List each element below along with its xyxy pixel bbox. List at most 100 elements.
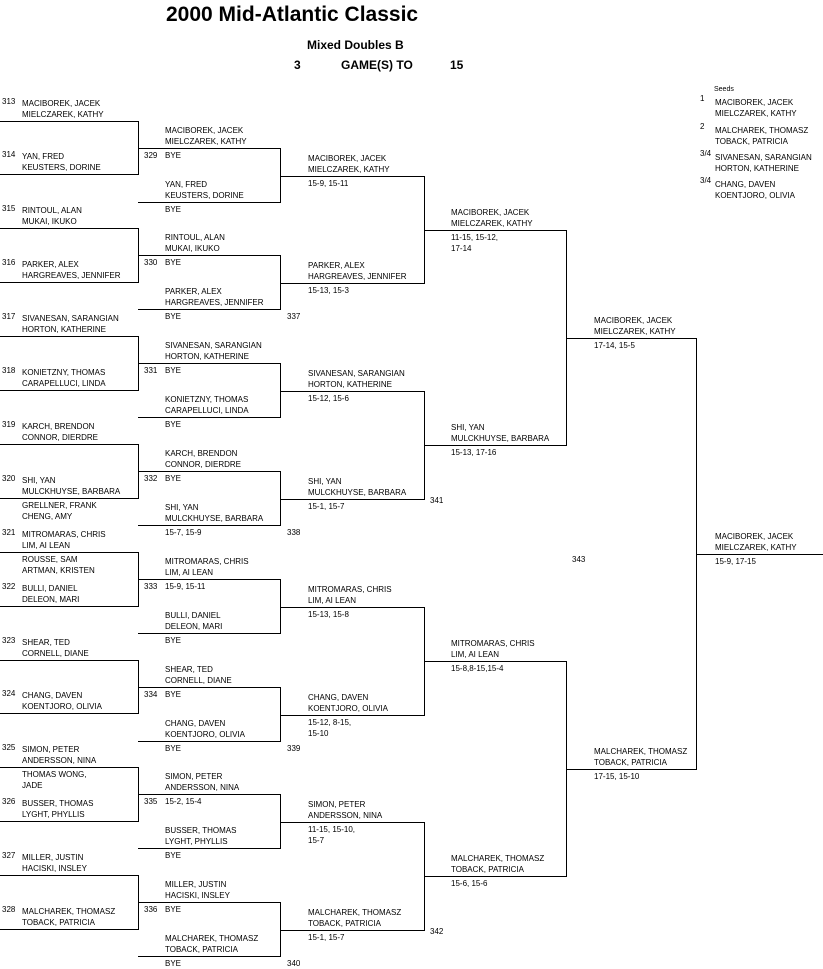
player-name: MALCHAREK, THOMASZ: [22, 907, 116, 916]
player-name: KONIETZNY, THOMAS: [165, 395, 249, 404]
player-name: MITROMARAS, CHRIS: [22, 530, 106, 539]
bracket-line: [0, 660, 138, 661]
match-number: 342: [430, 927, 444, 936]
player-name: LIM, AI LEAN: [165, 568, 214, 577]
player-name: MALCHAREK, THOMASZ: [715, 126, 809, 135]
bracket-line: [280, 822, 424, 823]
bracket-line: [0, 498, 138, 499]
bracket-line: [280, 715, 424, 716]
player-name: MIELCZAREK, KATHY: [715, 543, 797, 552]
bracket-line: [138, 202, 280, 203]
player-name: DELEON, MARI: [165, 622, 223, 631]
bracket-line: [138, 309, 280, 310]
player-name: HORTON, KATHERINE: [308, 380, 393, 389]
player-name: BULLI, DANIEL: [22, 584, 78, 593]
player-name: KEUSTERS, DORINE: [165, 191, 244, 200]
bracket-line: [138, 525, 280, 526]
player-name: HORTON, KATHERINE: [22, 325, 107, 334]
player-name: ANDERSSON, NINA: [22, 756, 97, 765]
player-name: LYGHT, PHYLLIS: [22, 810, 85, 819]
player-name: MULCKHUYSE, BARBARA: [451, 434, 550, 443]
match-number: 327: [2, 851, 16, 860]
match-score: BYE: [165, 690, 182, 699]
match-score: 17-14: [451, 244, 472, 253]
match-score: 11-15, 15-12,: [451, 233, 498, 242]
player-name: MUKAI, IKUKO: [165, 244, 220, 253]
match-number: 328: [2, 905, 16, 914]
player-name: PARKER, ALEX: [22, 260, 79, 269]
match-number: 334: [144, 690, 158, 699]
match-number: 321: [2, 528, 16, 537]
bracket-line: [280, 148, 281, 203]
player-name: GRELLNER, FRANK: [22, 501, 97, 510]
player-name: TOBACK, PATRICIA: [715, 137, 788, 146]
bracket-line: [424, 876, 566, 877]
player-name: CHANG, DAVEN: [308, 693, 369, 702]
match-number: 314: [2, 150, 16, 159]
player-name: KARCH, BRENDON: [22, 422, 95, 431]
bracket-line: [0, 336, 138, 337]
player-name: SIMON, PETER: [22, 745, 80, 754]
player-name: CORNELL, DIANE: [165, 676, 232, 685]
player-name: HORTON, KATHERINE: [165, 352, 250, 361]
seed-rank: 3/4: [700, 176, 712, 185]
match-score: 11-15, 15-10,: [308, 825, 355, 834]
bracket-line: [424, 230, 566, 231]
match-score: 15-9, 15-11: [308, 179, 349, 188]
match-number: 341: [430, 496, 444, 505]
player-name: CHENG, AMY: [22, 512, 73, 521]
seeds-label: Seeds: [714, 86, 734, 93]
bracket-line: [138, 956, 280, 957]
match-number: 329: [144, 151, 158, 160]
player-name: MUKAI, IKUKO: [22, 217, 77, 226]
player-name: MULCKHUYSE, BARBARA: [22, 487, 121, 496]
player-name: SHEAR, TED: [165, 665, 213, 674]
bracket-line: [0, 174, 138, 175]
player-name: SIVANESAN, SARANGIAN: [308, 369, 405, 378]
match-number: 319: [2, 420, 16, 429]
player-name: SIVANESAN, SARANGIAN: [715, 153, 812, 162]
bracket-line: [0, 282, 138, 283]
player-name: HORTON, KATHERINE: [715, 164, 800, 173]
player-name: MILLER, JUSTIN: [22, 853, 84, 862]
player-name: ANDERSSON, NINA: [165, 783, 240, 792]
player-name: CARAPELLUCI, LINDA: [22, 379, 106, 388]
bracket-line: [138, 902, 280, 903]
match-number: 337: [287, 312, 301, 321]
match-score: 15-7, 15-9: [165, 528, 202, 537]
match-number: 315: [2, 204, 16, 213]
player-name: MIELCZAREK, KATHY: [594, 327, 676, 336]
games-to: 15: [450, 58, 464, 72]
match-number: 325: [2, 743, 16, 752]
bracket-line: [280, 255, 281, 310]
player-name: BUSSER, THOMAS: [22, 799, 94, 808]
bracket-line: [138, 741, 280, 742]
player-name: MACIBOREK, JACEK: [715, 532, 794, 541]
event-name: Mixed Doubles B: [307, 38, 404, 52]
match-score: 15-13, 15-8: [308, 610, 349, 619]
match-number: 320: [2, 474, 16, 483]
player-name: MALCHAREK, THOMASZ: [451, 854, 545, 863]
match-number: 323: [2, 636, 16, 645]
match-number: 313: [2, 97, 16, 106]
match-number: 336: [144, 905, 158, 914]
player-name: MACIBOREK, JACEK: [22, 99, 101, 108]
match-number: 333: [144, 582, 158, 591]
player-name: LIM, AI LEAN: [451, 650, 500, 659]
player-name: PARKER, ALEX: [165, 287, 222, 296]
match-score: BYE: [165, 474, 182, 483]
match-score: BYE: [165, 905, 182, 914]
player-name: KOENTJORO, OLIVIA: [715, 191, 796, 200]
seed-rank: 3/4: [700, 149, 712, 158]
player-name: MACIBOREK, JACEK: [165, 126, 244, 135]
player-name: MIELCZAREK, KATHY: [308, 165, 390, 174]
player-name: CONNOR, DIERDRE: [165, 460, 242, 469]
player-name: CORNELL, DIANE: [22, 649, 89, 658]
bracket-line: [138, 148, 280, 149]
match-number: 335: [144, 797, 158, 806]
player-name: TOBACK, PATRICIA: [165, 945, 238, 954]
bracket-line: [280, 687, 281, 742]
player-name: ROUSSE, SAM: [22, 555, 78, 564]
player-name: HARGREAVES, JENNIFER: [165, 298, 264, 307]
match-score: BYE: [165, 366, 182, 375]
